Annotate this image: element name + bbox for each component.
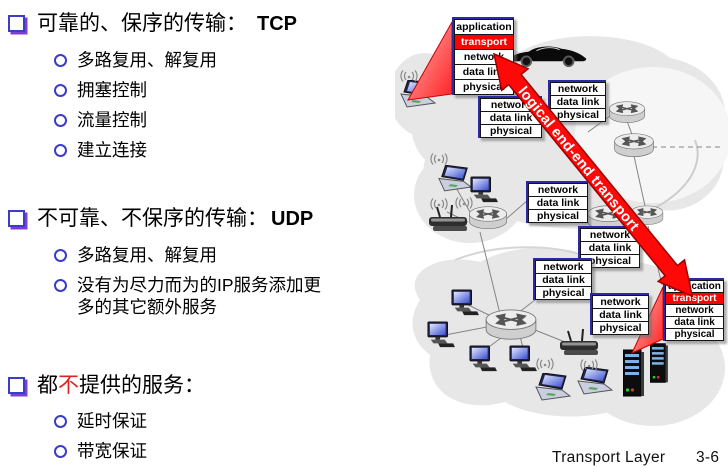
item-text: 拥塞控制	[77, 80, 147, 100]
list-item: 拥塞控制	[54, 79, 400, 101]
protocol-stack-dest: application transport network data link …	[663, 278, 724, 341]
item-text: 建立连接	[77, 140, 147, 160]
router-icon	[615, 134, 654, 157]
circle-bullet-icon	[54, 54, 67, 67]
router-stack: network data link physical	[526, 181, 588, 223]
section-udp-header: 不可靠、不保序的传输：UDP	[8, 205, 400, 233]
section-tcp-header: 可靠的、保序的传输： TCP	[8, 10, 400, 38]
layer-physical: physical	[550, 108, 606, 122]
item-text: 流量控制	[77, 110, 147, 130]
item-text: 多路复用、解复用	[77, 245, 217, 265]
layer-network: network	[550, 82, 606, 96]
layer-physical: physical	[592, 321, 649, 335]
layer-physical: physical	[454, 79, 514, 95]
layer-physical: physical	[480, 124, 542, 138]
router-icon	[486, 310, 536, 339]
layer-physical: physical	[528, 209, 588, 223]
protocol-stack-source: application transport network data link …	[452, 17, 514, 95]
layer-network: network	[592, 295, 649, 309]
layer-application: application	[454, 19, 514, 35]
section-udp: 不可靠、不保序的传输：UDP 多路复用、解复用 没有为尽力而为的IP服务添加更多…	[8, 205, 400, 326]
square-bullet-icon	[8, 15, 25, 32]
circle-bullet-icon	[54, 84, 67, 97]
layer-network: network	[580, 228, 640, 242]
item-text: 多路复用、解复用	[77, 50, 217, 70]
title-zh: 不可靠、不保序的传输：	[37, 207, 268, 230]
footer-title: Transport Layer	[552, 449, 666, 466]
list-item: 多路复用、解复用	[54, 244, 400, 266]
title-keyword: TCP	[257, 13, 297, 35]
router-icon	[469, 207, 506, 229]
layer-physical: physical	[665, 328, 724, 341]
layer-physical: physical	[535, 286, 592, 300]
router-icon	[609, 102, 644, 123]
item-text: 带宽保证	[77, 441, 147, 461]
circle-bullet-icon	[54, 279, 67, 292]
layer-network: network	[480, 98, 542, 112]
layer-transport: transport	[665, 292, 724, 305]
section-tcp-title: 可靠的、保序的传输： TCP	[37, 10, 297, 38]
section-tcp: 可靠的、保序的传输： TCP 多路复用、解复用 拥塞控制 流量控制 建立连接	[8, 10, 400, 169]
layer-data-link: data link	[480, 111, 542, 125]
list-item: 多路复用、解复用	[54, 49, 400, 71]
layer-data-link: data link	[592, 308, 649, 322]
section-neither-title: 都不提供的服务：	[37, 372, 205, 399]
layer-application: application	[665, 280, 724, 293]
title-red-char: 不	[58, 374, 79, 397]
server-icon	[623, 349, 645, 397]
list-item: 流量控制	[54, 109, 400, 131]
router-stack: network data link physical	[590, 293, 649, 335]
router-stack: network data link physical	[533, 258, 592, 300]
section-neither-items: 延时保证 带宽保证	[54, 410, 400, 462]
circle-bullet-icon	[54, 415, 67, 428]
server-icon	[650, 343, 669, 383]
diagram-background	[395, 20, 728, 426]
item-text: 延时保证	[77, 411, 147, 431]
title-zh: 都	[37, 374, 58, 397]
layer-data-link: data link	[580, 241, 640, 255]
section-udp-items: 多路复用、解复用 没有为尽力而为的IP服务添加更多的其它额外服务	[54, 244, 400, 318]
layer-network: network	[528, 183, 588, 197]
section-tcp-items: 多路复用、解复用 拥塞控制 流量控制 建立连接	[54, 49, 400, 161]
router-stack: network data link physical	[548, 80, 606, 122]
title-zh: 可靠的、保序的传输：	[37, 12, 247, 35]
layer-data-link: data link	[550, 95, 606, 109]
router-icon	[631, 206, 663, 225]
square-bullet-icon	[8, 377, 25, 394]
router-stack: network data link physical	[478, 96, 542, 138]
footer-page-number: 3-6	[696, 449, 720, 466]
section-neither-header: 都不提供的服务：	[8, 372, 400, 399]
layer-network: network	[535, 260, 592, 274]
circle-bullet-icon	[54, 249, 67, 262]
layer-data-link: data link	[454, 64, 514, 80]
title-keyword: UDP	[271, 208, 314, 230]
list-item: 建立连接	[54, 139, 400, 161]
list-item: 带宽保证	[54, 440, 400, 462]
network-diagram: application transport network data link …	[395, 0, 728, 452]
title-zh: 提供的服务：	[79, 374, 205, 397]
list-item: 延时保证	[54, 410, 400, 432]
item-text: 没有为尽力而为的IP服务添加更多的其它额外服务	[77, 275, 322, 317]
section-udp-title: 不可靠、不保序的传输：UDP	[37, 205, 313, 233]
list-item: 没有为尽力而为的IP服务添加更多的其它额外服务	[54, 274, 400, 318]
layer-data-link: data link	[528, 196, 588, 210]
layer-network: network	[454, 49, 514, 65]
layer-data-link: data link	[535, 273, 592, 287]
circle-bullet-icon	[54, 144, 67, 157]
square-bullet-icon	[8, 210, 25, 227]
layer-transport: transport	[454, 34, 514, 50]
section-neither: 都不提供的服务： 延时保证 带宽保证	[8, 372, 400, 470]
circle-bullet-icon	[54, 114, 67, 127]
circle-bullet-icon	[54, 445, 67, 458]
